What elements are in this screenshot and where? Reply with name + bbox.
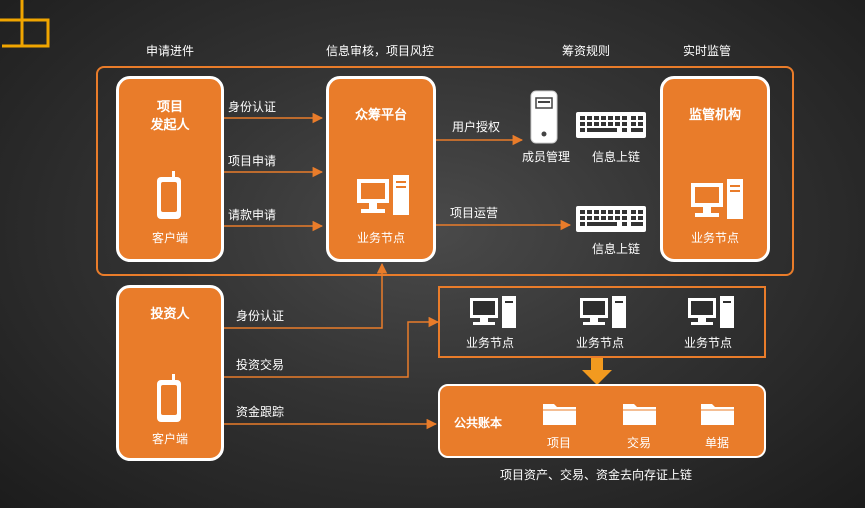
label-investor-auth: 身份认证 xyxy=(236,309,285,323)
label-member-mgmt: 成员管理 xyxy=(522,150,571,164)
investor-title: 投资人 xyxy=(150,307,190,322)
arrow-investor-trade xyxy=(224,316,440,378)
label-initiator-fund: 请款申请 xyxy=(228,208,277,222)
header-rules: 筹资规则 xyxy=(562,44,611,58)
label-initiator-auth: 身份认证 xyxy=(228,100,277,114)
ledger-title: 公共账本 xyxy=(454,416,503,430)
regulator-title: 监管机构 xyxy=(688,108,741,123)
label-chain-top: 信息上链 xyxy=(592,150,641,164)
computer-icon xyxy=(580,296,626,328)
computer-icon xyxy=(691,179,743,219)
investor-box: 投资人 客户端 xyxy=(116,285,224,461)
label-platform-auth: 用户授权 xyxy=(452,120,501,134)
computer-icon xyxy=(688,296,734,328)
phone-icon xyxy=(157,171,181,219)
initiator-title-1: 项目 xyxy=(156,100,183,115)
nodes-row-box: 业务节点 业务节点 业务节点 xyxy=(438,286,766,358)
initiation-region xyxy=(96,66,794,276)
keyboard-icon xyxy=(576,206,646,232)
label-investor-trade: 投资交易 xyxy=(236,358,285,372)
initiator-device-label: 客户端 xyxy=(151,231,188,245)
label-platform-ops: 项目运营 xyxy=(450,206,499,220)
computer-icon xyxy=(357,175,409,215)
keyboard-icon xyxy=(576,112,646,138)
label-investor-track: 资金跟踪 xyxy=(236,405,285,419)
nodes-row-label-1: 业务节点 xyxy=(466,336,515,350)
down-arrow-icon xyxy=(582,358,612,385)
phone-icon xyxy=(157,374,181,422)
ledger-folder-1: 项目 xyxy=(547,436,572,450)
platform-title: 众筹平台 xyxy=(354,108,407,123)
header-apply: 申请进件 xyxy=(146,44,195,58)
ledger-folder-2: 交易 xyxy=(627,436,652,450)
initiator-title-2: 发起人 xyxy=(150,118,190,133)
folder-icon xyxy=(623,404,656,425)
folder-icon xyxy=(543,404,576,425)
platform-box: 众筹平台 业务节点 xyxy=(326,76,436,262)
server-icon xyxy=(530,90,558,144)
label-chain-bottom: 信息上链 xyxy=(592,242,641,256)
label-initiator-apply: 项目申请 xyxy=(228,154,277,168)
computer-icon xyxy=(470,296,516,328)
nodes-row-label-2: 业务节点 xyxy=(576,336,625,350)
header-review: 信息审核，项目风控 xyxy=(326,44,435,58)
initiator-box: 项目 发起人 客户端 xyxy=(116,76,224,262)
ledger-box: 公共账本 项目 交易 单据 xyxy=(438,384,766,458)
nodes-row-label-3: 业务节点 xyxy=(684,336,733,350)
ledger-folder-3: 单据 xyxy=(705,436,730,450)
platform-node-label: 业务节点 xyxy=(356,231,405,245)
folder-icon xyxy=(701,404,734,425)
corner-logo-icon xyxy=(0,0,50,48)
arrow-investor-auth xyxy=(224,262,388,329)
header-monitor: 实时监管 xyxy=(683,44,732,58)
ledger-caption: 项目资产、交易、资金去向存证上链 xyxy=(500,468,693,482)
investor-device-label: 客户端 xyxy=(151,432,188,446)
regulator-node-label: 业务节点 xyxy=(690,231,739,245)
regulator-box: 监管机构 业务节点 xyxy=(660,76,770,262)
